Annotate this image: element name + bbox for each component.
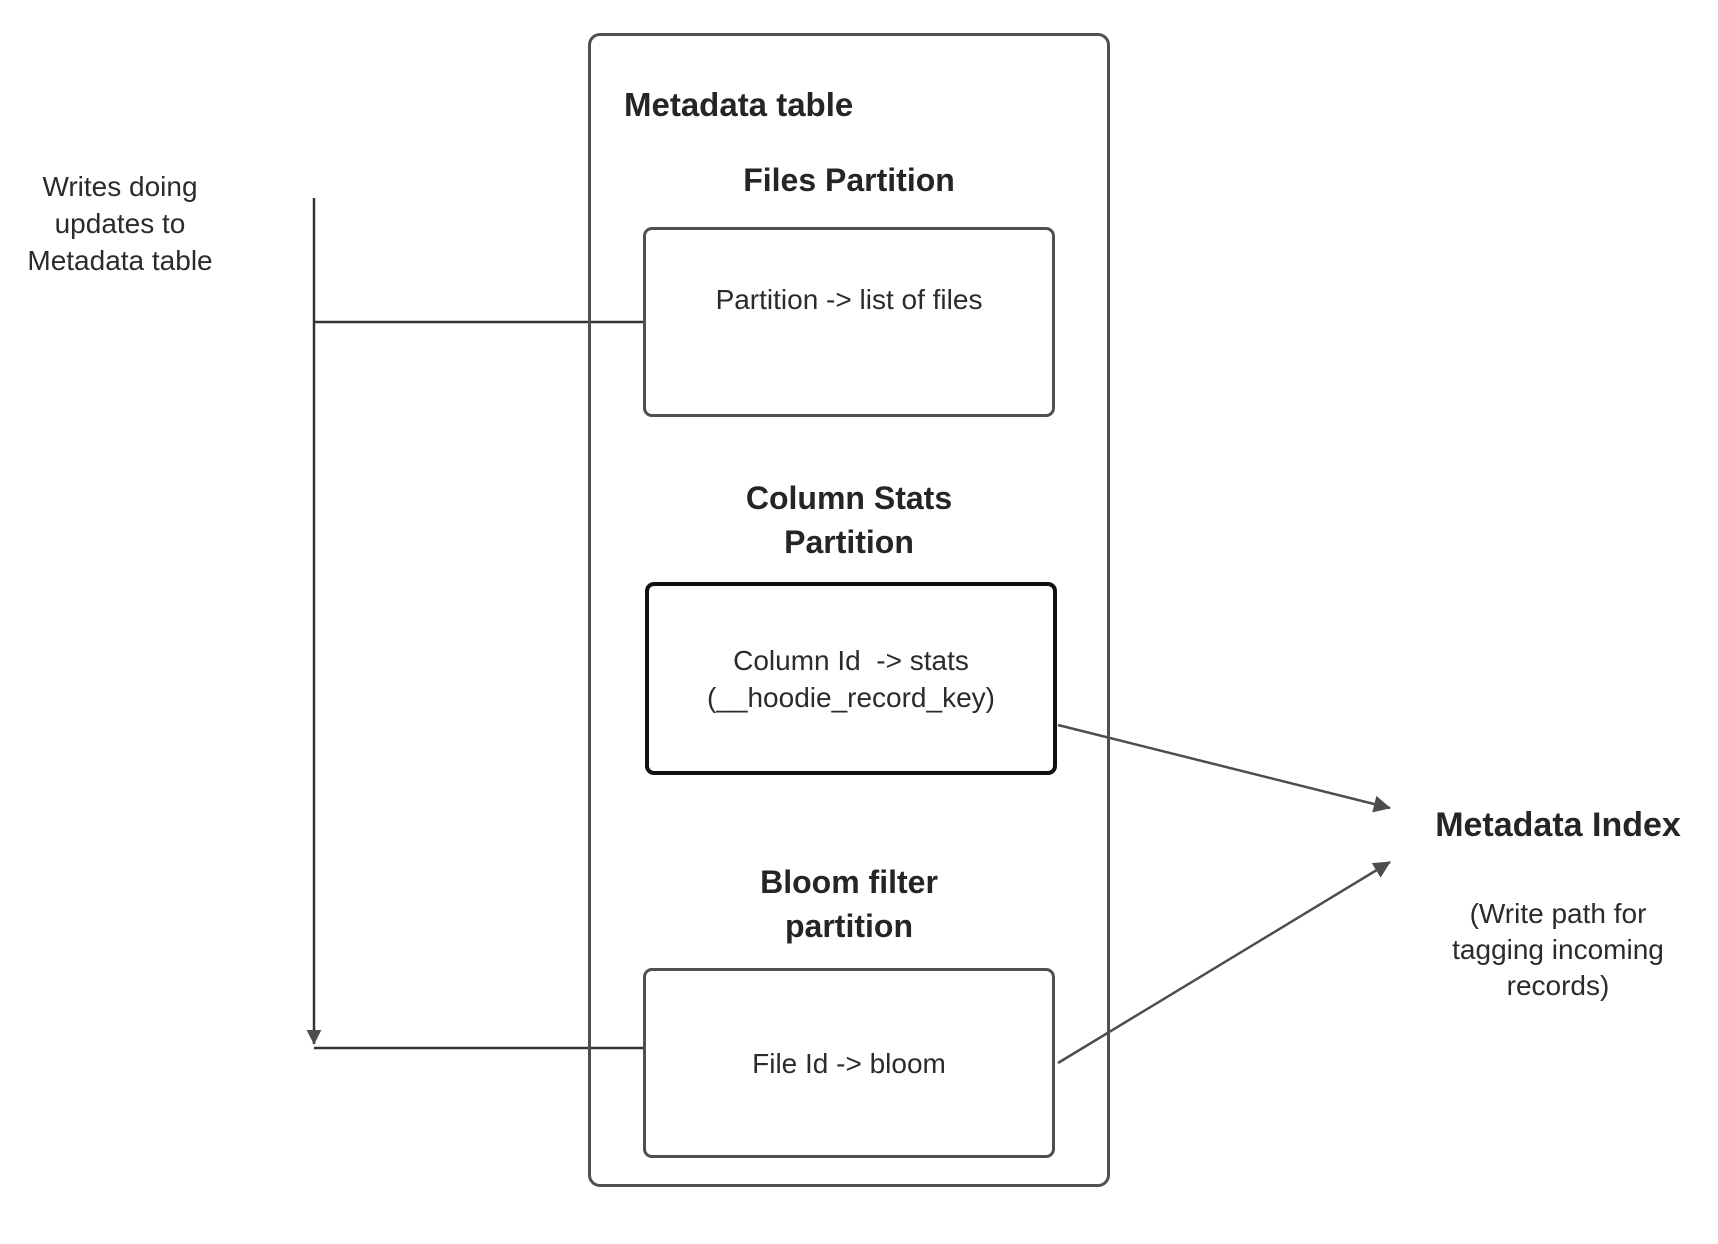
bloom-filter-heading: Bloom filter partition (760, 864, 938, 944)
bloom-filter-label: File Id -> bloom (752, 1047, 946, 1079)
column-stats-label: Column Id -> stats (__hoodie_record_key) (707, 644, 995, 713)
files-partition-heading: Files Partition (743, 162, 955, 198)
files-partition-label: Partition -> list of files (715, 283, 983, 315)
column-stats-heading: Column Stats Partition (745, 480, 953, 560)
column-stats-box: Column Id -> stats (__hoodie_record_key) (645, 582, 1057, 775)
writes-note: Writes doing updates to Metadata table (27, 171, 213, 276)
metadata-index-title: Metadata Index (1435, 806, 1681, 844)
metadata-index-subtitle: (Write path for tagging incoming records… (1452, 898, 1664, 1001)
metadata-table-box (588, 33, 1110, 1187)
metadata-table-title: Metadata table (624, 86, 854, 123)
bloom-filter-box: File Id -> bloom (643, 968, 1055, 1158)
files-partition-box: Partition -> list of files (643, 227, 1055, 417)
